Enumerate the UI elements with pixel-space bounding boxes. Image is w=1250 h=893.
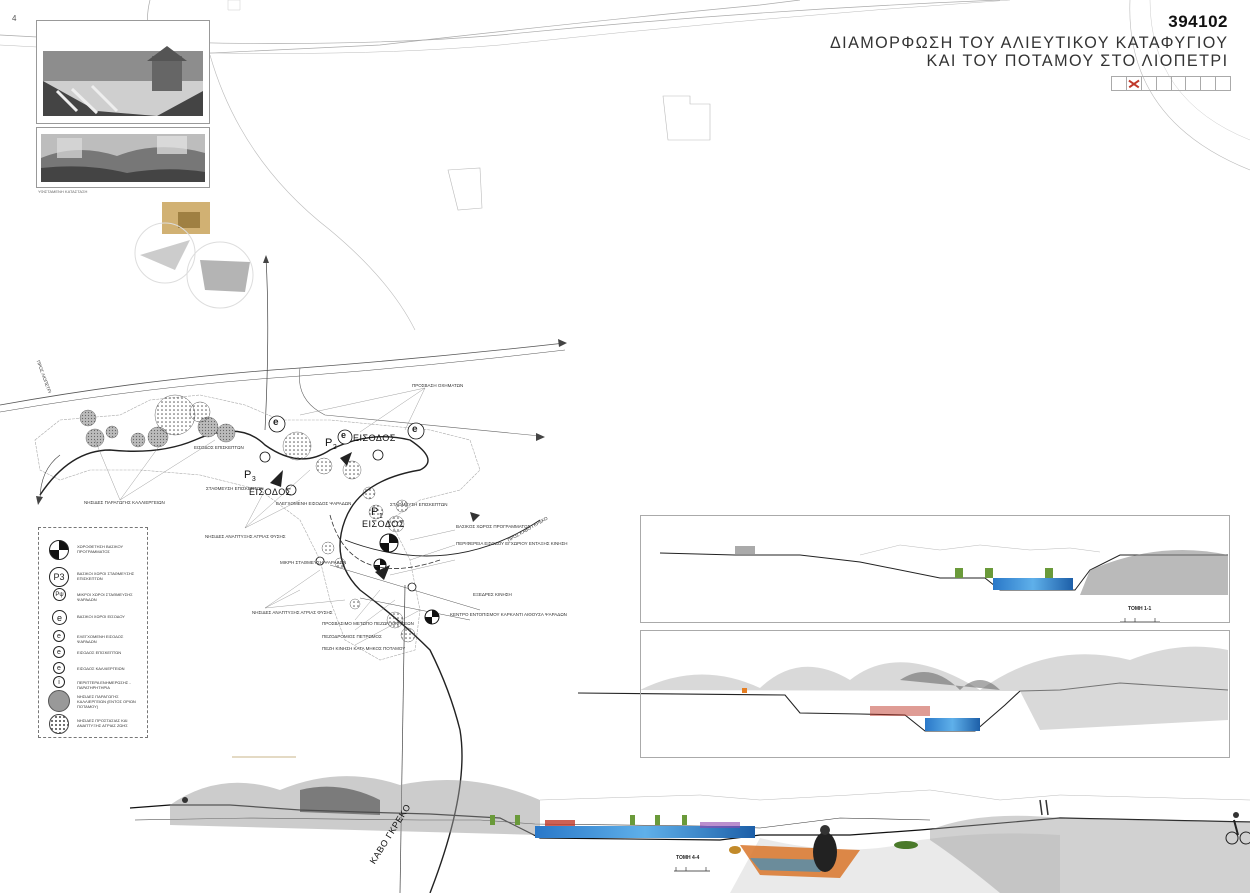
photo-existing-1-image (43, 46, 203, 116)
callout-wildlife-islands: ΝΗΣΙΔΕΣ ΑΝΑΠΤΥΞΗΣ ΑΓΡΙΑΣ ΦΥΣΗΣ (205, 534, 286, 539)
grid-cell (1142, 77, 1157, 90)
callout-fishermen-entrance: ΕΛΕΓΧΟΜΕΝΗ ΕΙΣΟΔΟΣ ΨΑΡΑΔΩΝ (276, 501, 352, 506)
callout-platforms: ΕΞΕΔΡΕΣ ΚΙΝΗΣΗ (473, 592, 512, 597)
dotted-island-icon (49, 714, 69, 734)
callout-fishermen-parking: ΜΙΚΡΗ ΣΤΑΘΜΕΥΣΗ ΨΑΡΑΔΩΝ (280, 560, 347, 565)
callout-main-programme: ΒΑΣΙΚΟΣ ΧΩΡΟΣ ΠΡΟΓΡΑΜΜΑΤΟΣ (456, 524, 531, 529)
grid-cell (1201, 77, 1217, 90)
legend-item-visitor-entrance: e ΕΙΣΟΔΟΣ ΕΠΙΣΚΕΠΤΩΝ (39, 644, 147, 670)
callout-visitor-entrance: ΕΙΣΟΔΟΣ ΕΠΙΣΚΕΠΤΩΝ (194, 445, 244, 450)
entrance-f-symbol-icon: e (53, 630, 65, 642)
sheet-title-line-1: ΔΙΑΜΟΡΦΩΣΗ ΤΟΥ ΑΛΙΕΥΤΙΚΟΥ ΚΑΤΑΦΥΓΙΟΥ (829, 33, 1228, 52)
sheet-title: ΔΙΑΜΟΡΦΩΣΗ ΤΟΥ ΑΛΙΕΥΤΙΚΟΥ ΚΑΤΑΦΥΓΙΟΥ ΚΑΙ… (829, 34, 1228, 70)
callout-visitor-parking-2: ΣΤΑΘΜΕΥΣΗ ΕΠΙΣΚΕΠΤΩΝ (390, 502, 448, 507)
grid-cell (1186, 77, 1202, 90)
section-1-1-title: ΤΟΜΗ 1-1 (1128, 606, 1152, 612)
grid-cell (1157, 77, 1172, 90)
grid-cell (1216, 77, 1230, 90)
legend-item-wildlife-islands: ΝΗΣΙΔΕΣ ΠΡΟΣΤΑΣΙΑΣ ΚΑΙ ΑΝΑΠΤΥΞΗΣ ΑΓΡΙΑΣ … (39, 712, 147, 738)
callout-pedestrian-front: ΠΡΟΣΒΑΣΙΜΟ ΜΕΤΩΠΟ ΠΕΖΩΝ ΚΙΝΗΣΕΩΝ (322, 621, 414, 626)
entrance-e-centre: e (341, 430, 347, 440)
quadrant-symbol-icon (49, 540, 69, 560)
photo-existing-2-image (41, 134, 205, 182)
section-2-frame (640, 630, 1230, 758)
legend-item-cultivation-entrance: e ΕΙΣΟΔΟΣ ΚΑΛΛΙΕΡΓΕΙΩΝ (39, 660, 147, 686)
grid-cell (1112, 77, 1127, 90)
legend-item-fishermen-entrance: e ΕΛΕΓΧΟΜΕΝΗ ΕΙΣΟΔΟΣ ΨΑΡΑΔΩΝ (39, 628, 147, 654)
parking-symbol-icon: P3 (49, 567, 69, 587)
small-parking-symbol-icon: Pψ (53, 588, 66, 601)
section-1-1-frame (640, 515, 1230, 623)
parking-p1: P1 (371, 506, 384, 521)
grid-cell-marked (1127, 77, 1142, 90)
photo-existing-2 (36, 127, 210, 188)
legend-item-visitor-parking: P3 ΒΑΣΙΚΟΙ ΧΩΡΟΙ ΣΤΑΘΜΕΥΣΗΣ ΕΠΙΣΚΕΠΤΩΝ (39, 565, 147, 591)
sheet-index-grid (1111, 76, 1231, 91)
photos-caption: ΥΦΙΣΤΑΜΕΝΗ ΚΑΤΑΣΤΑΣΗ (38, 189, 88, 194)
entrance-symbol-icon: e (52, 610, 67, 625)
photo-existing-1 (36, 20, 210, 124)
legend-item-main-entrance: e ΒΑΣΙΚΟΙ ΧΩΡΟΙ ΕΙΣΟΔΟΥ (39, 608, 147, 634)
project-code: 394102 (1168, 12, 1228, 31)
grid-cell (1172, 77, 1187, 90)
entrance-e-north: e (273, 417, 279, 428)
callout-visitor-parking: ΣΤΑΘΜΕΥΣΗ ΕΠΙΣΚΕΠΤΩΝ (206, 486, 264, 491)
page-number: 4 (12, 14, 17, 23)
entrance-v-symbol-icon: e (53, 646, 65, 658)
entrance-label-west: ΕΙΣΟΔΟΣ (249, 487, 292, 497)
entrance-label-south: ΕΙΣΟΔΟΣ (362, 519, 405, 529)
sheet-title-line-2: ΚΑΙ ΤΟΥ ΠΟΤΑΜΟΥ ΣΤΟ ΛΙΟΠΕΤΡΙ (926, 51, 1228, 70)
callout-vehicle-access: ΠΡΟΣΒΑΣΗ ΟΧΗΜΑΤΩΝ (412, 383, 464, 388)
entrance-e-east: e (412, 424, 418, 435)
info-symbol-icon: i (53, 676, 65, 688)
legend-item-main-programme: ΧΩΡΟΘΕΤΗΣΗ ΒΑΣΙΚΟΥ ΠΡΟΓΡΑΜΜΑΤΟΣ (39, 538, 147, 564)
callout-river-walk: ΠΕΖΗ ΚΙΝΗΣΗ ΚΑΤΑ ΜΗΚΟΣ ΠΟΤΑΜΟΥ (322, 646, 406, 651)
callout-cultivation-islands: ΝΗΣΙΔΕΣ ΠΑΡΑΓΩΓΗΣ ΚΑΛΛΙΕΡΓΕΙΩΝ (84, 500, 165, 505)
parking-p3: P3 (244, 469, 257, 484)
callout-fishermen-centre: ΚΕΝΤΡΟ ΕΝΤΟΠΙΣΜΟΥ ΚΑΡΚΑΝΤΙ ΑΙΘΟΥΣΑ ΨΑΡΑΔ… (450, 612, 567, 617)
parking-p2: P2 (325, 437, 338, 452)
entrance-c-symbol-icon: e (53, 662, 65, 674)
legend: ΧΩΡΟΘΕΤΗΣΗ ΒΑΣΙΚΟΥ ΠΡΟΓΡΑΜΜΑΤΟΣ P3 ΒΑΣΙΚ… (38, 527, 148, 738)
legend-item-info-kiosks: i ΠΕΡΙΠΤΕΡΑ ΕΝΗΜΕΡΩΣΗΣ - ΠΑΡΑΤΗΡΗΤΗΡΙΑ (39, 674, 147, 700)
legend-item-cultivation-islands: ΝΗΣΙΔΕΣ ΠΑΡΑΓΩΓΗΣ ΚΑΛΛΙΕΡΓΕΙΩΝ (ΕΝΤΟΣ ΟΡ… (39, 688, 147, 714)
section-4-4-title: ΤΟΜΗ 4-4 (676, 855, 700, 861)
legend-item-fishermen-parking: Pψ ΜΙΚΡΟΙ ΧΩΡΟΙ ΣΤΑΘΜΕΥΣΗΣ ΨΑΡΑΔΩΝ (39, 586, 147, 612)
entrance-label-north: ΕΙΣΟΔΟΣ (353, 433, 396, 443)
callout-stone-path: ΠΕΖΟΔΡΟΜΙΟΣ ΠΕΤΡΩΜΟΣ (322, 634, 382, 639)
callout-wildlife-islands-2: ΝΗΣΙΔΕΣ ΑΝΑΠΤΥΞΗΣ ΑΓΡΙΑΣ ΦΥΣΗΣ (252, 610, 333, 615)
callout-entrance-perimeter: ΠΕΡΙΦΕΡΕΙΑ ΕΙΣΟΔΟΥ ΕΓΧΩΡΙΟΥ ΕΝΤΑΞΗΣ ΚΙΝΗ… (456, 541, 568, 546)
grey-island-icon (48, 690, 70, 712)
